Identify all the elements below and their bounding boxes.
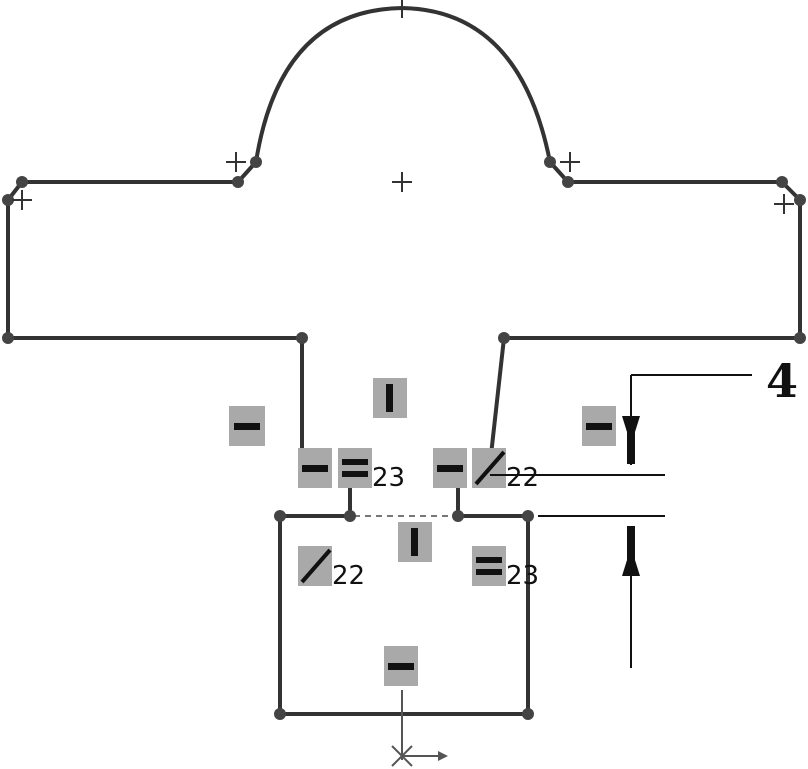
parallel-relation-icon[interactable] [298,546,332,586]
vertex[interactable] [296,332,308,344]
vertex[interactable] [452,510,464,522]
top-arc[interactable] [254,6,552,163]
equal-relation-label: 23 [506,561,539,591]
vertex[interactable] [344,510,356,522]
tangent-mark-icon [226,152,246,172]
parallel-relation-label: 22 [506,463,539,493]
vertex[interactable] [232,176,244,188]
tangent-mark-icon [560,152,580,172]
origin-icon [391,690,448,767]
vertical-relation-icon[interactable] [398,522,432,562]
arc-center-icon [392,0,412,18]
parallel-relation-icon[interactable] [472,448,506,488]
vertical-relation-icon[interactable] [373,378,407,418]
equal-relation-icon[interactable] [338,448,372,488]
arrow-up-icon [622,526,640,576]
tangent-mark-icon [12,190,32,210]
neck-right-edge[interactable] [488,337,506,465]
lower-box[interactable] [278,514,530,716]
dimension-value[interactable]: 4 [766,354,798,408]
vertex[interactable] [274,510,286,522]
vertex[interactable] [2,332,14,344]
vertex[interactable] [522,708,534,720]
equal-relation-label: 23 [372,463,405,493]
vertex[interactable] [16,176,28,188]
vertex[interactable] [794,194,806,206]
vertex[interactable] [498,332,510,344]
vertices [2,156,806,720]
horizontal-relation-icon[interactable] [229,406,265,446]
horizontal-relation-icon[interactable] [433,448,467,488]
vertex[interactable] [794,332,806,344]
center-marks [12,0,794,214]
vertex[interactable] [250,156,262,168]
vertex[interactable] [274,708,286,720]
equal-relation-icon[interactable] [472,546,506,586]
vertex[interactable] [544,156,556,168]
vertex[interactable] [562,176,574,188]
horizontal-relation-icon[interactable] [384,646,418,686]
dimension-arrows [622,416,640,576]
vertex[interactable] [522,510,534,522]
upper-profile[interactable] [6,6,802,516]
vertex[interactable] [776,176,788,188]
tangent-mark-icon [774,194,794,214]
horizontal-relation-icon[interactable] [298,448,332,488]
parallel-relation-label: 22 [332,561,365,591]
horizontal-relation-icon[interactable] [582,406,616,446]
vertex[interactable] [2,194,14,206]
arrow-down-icon [622,416,640,464]
arc-center-icon [392,172,412,192]
